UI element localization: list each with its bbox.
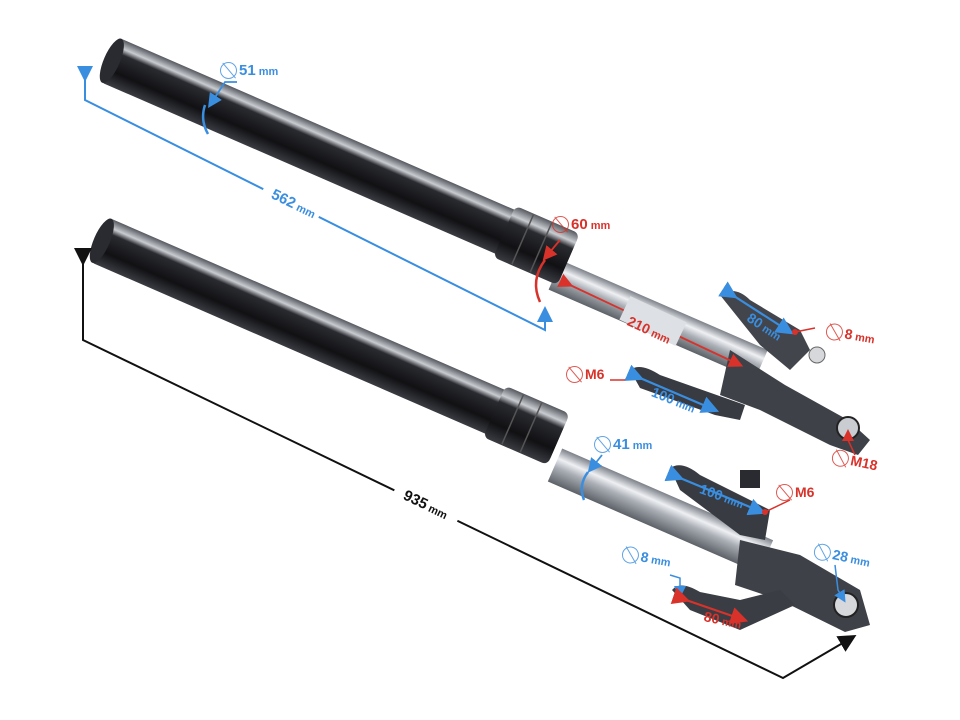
diameter-icon bbox=[220, 62, 237, 80]
diameter-icon bbox=[594, 436, 611, 454]
diameter-icon bbox=[552, 216, 569, 234]
label-M6-bottom: M6 bbox=[776, 484, 814, 502]
diameter-icon bbox=[566, 366, 583, 384]
diameter-icon bbox=[776, 484, 793, 502]
diameter-icon bbox=[824, 322, 845, 343]
fork-bottom bbox=[89, 218, 870, 632]
diameter-icon bbox=[620, 545, 641, 566]
diameter-icon bbox=[812, 542, 833, 563]
label-M6-top: M6 bbox=[566, 366, 604, 384]
diameter-icon bbox=[830, 448, 851, 469]
